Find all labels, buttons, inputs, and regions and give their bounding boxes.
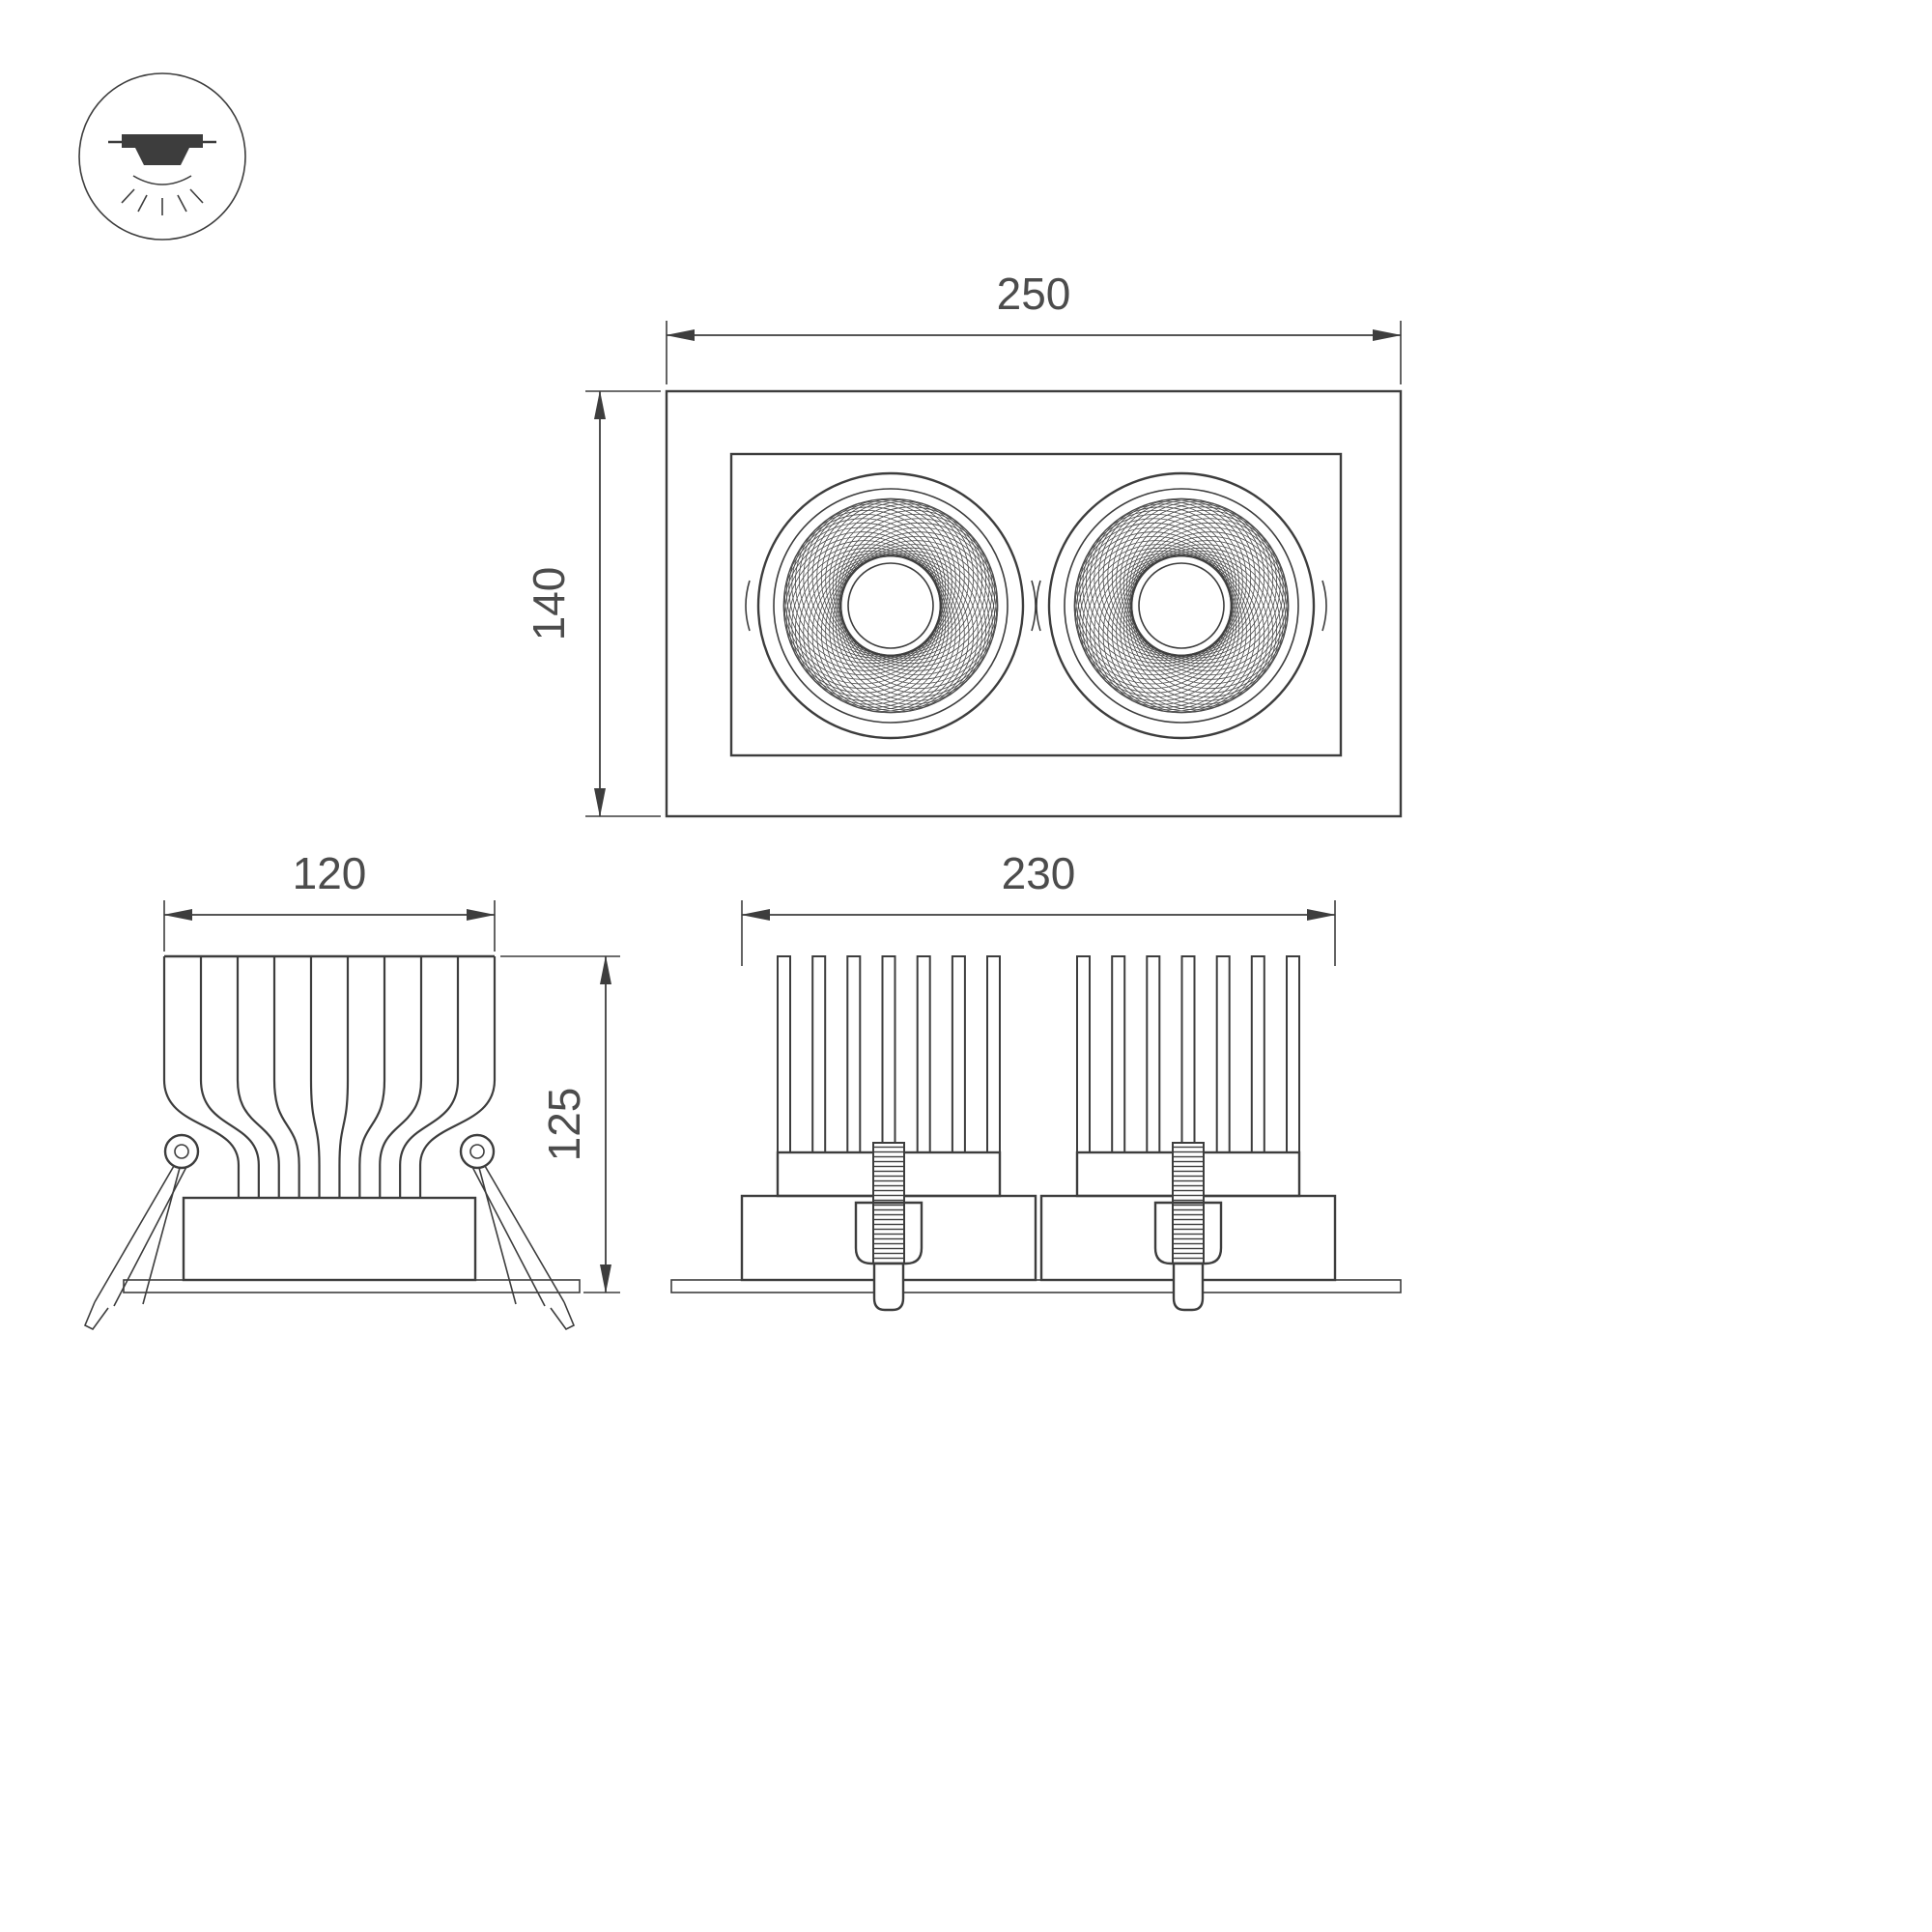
elevation-clip-right xyxy=(1153,1142,1223,1312)
icon-lamp-bar xyxy=(122,134,203,148)
dim-125-label: 125 xyxy=(539,1088,589,1162)
dim-120-label: 120 xyxy=(293,848,367,898)
lamp-left xyxy=(744,471,1037,740)
front-view xyxy=(665,389,1403,818)
recessed-downlight-icon xyxy=(78,72,246,241)
elevation-view xyxy=(670,955,1402,1312)
lamp-right xyxy=(1035,471,1328,740)
icon-glow-arc xyxy=(132,175,192,185)
icon-circle xyxy=(78,72,246,241)
dim-140-label: 140 xyxy=(524,567,574,641)
side-heatsink-fins xyxy=(162,956,497,1198)
side-spring-clip-left xyxy=(84,1133,200,1330)
side-housing xyxy=(182,1196,477,1282)
side-spring-clip-right xyxy=(459,1133,575,1330)
dimension-front-height: 140 xyxy=(524,390,661,817)
elevation-clip-left xyxy=(854,1142,923,1312)
dimension-side-width: 120 xyxy=(163,848,496,952)
dimension-front-width: 250 xyxy=(666,269,1402,384)
elevation-trim-plate xyxy=(670,1279,1402,1293)
dim-250-label: 250 xyxy=(997,269,1071,319)
dim-230-label: 230 xyxy=(1002,848,1076,898)
dimension-elevation-width: 230 xyxy=(741,848,1336,966)
dimension-side-height: 125 xyxy=(500,955,620,1293)
front-inner-frame xyxy=(729,452,1343,757)
icon-lamp-body xyxy=(135,148,189,165)
elevation-heatsink-fins xyxy=(777,955,1300,1153)
front-outer-frame xyxy=(665,389,1403,818)
side-view xyxy=(84,954,581,1330)
icon-light-rays xyxy=(121,188,204,215)
